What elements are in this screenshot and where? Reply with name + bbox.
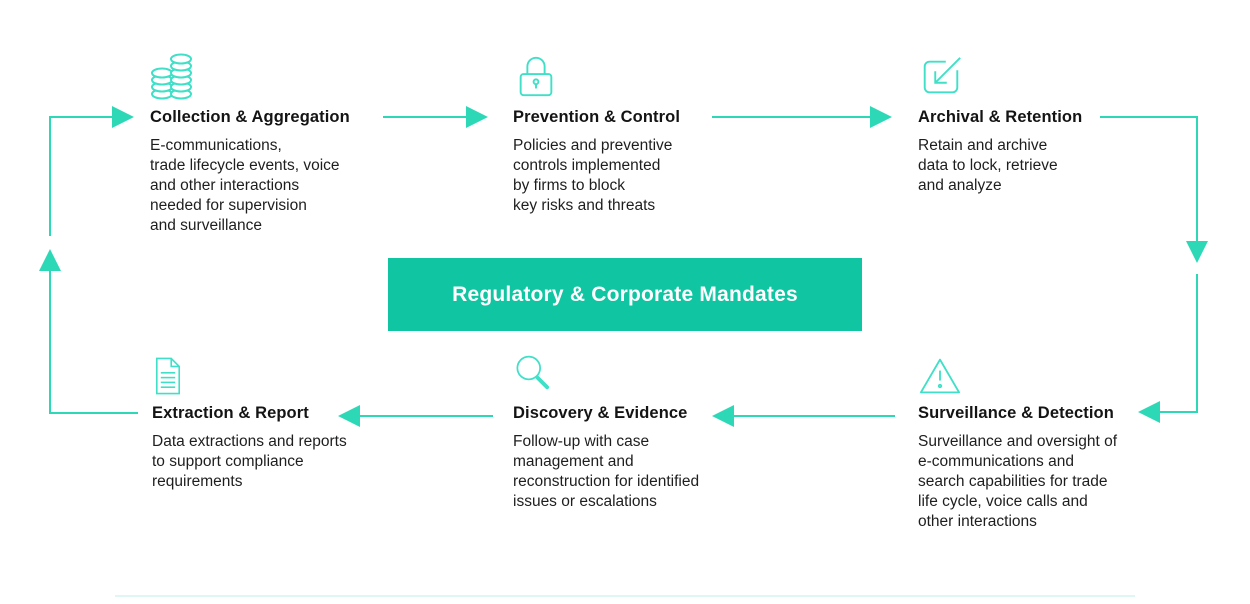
node-description: E-communications, trade lifecycle events… [150, 137, 340, 234]
node-prevention-control: Prevention & Control Policies and preven… [513, 52, 775, 216]
node-surveillance-detection: Surveillance & Detection Surveillance an… [918, 348, 1180, 532]
node-title: Extraction & Report [152, 404, 309, 422]
node-description: Data extractions and reports to support … [152, 433, 347, 490]
node-description: Retain and archive data to lock, retriev… [918, 137, 1058, 194]
node-archival-retention: Archival & Retention Retain and archive … [918, 52, 1180, 196]
node-title: Collection & Aggregation [150, 108, 350, 126]
node-collection-aggregation: Collection & Aggregation E-communication… [150, 52, 412, 236]
node-discovery-evidence: Discovery & Evidence Follow-up with case… [513, 348, 775, 512]
node-title: Archival & Retention [918, 108, 1083, 126]
arrow-extraction-to-collection [39, 106, 138, 414]
bottom-divider [115, 595, 1135, 597]
archive-import-icon [918, 52, 1180, 100]
banner-label: Regulatory & Corporate Mandates [452, 282, 798, 306]
regulatory-mandates-banner: Regulatory & Corporate Mandates [388, 258, 862, 331]
node-description: Surveillance and oversight of e-communic… [918, 433, 1118, 530]
document-icon [152, 348, 414, 396]
node-title: Discovery & Evidence [513, 404, 688, 422]
magnifier-icon [513, 348, 775, 396]
node-description: Policies and preventive controls impleme… [513, 137, 673, 214]
node-description: Follow-up with case management and recon… [513, 433, 700, 510]
warning-triangle-icon [918, 348, 1180, 396]
lock-icon [513, 52, 775, 100]
coins-icon [150, 52, 412, 100]
node-title: Surveillance & Detection [918, 404, 1114, 422]
node-extraction-report: Extraction & Report Data extractions and… [152, 348, 414, 492]
node-title: Prevention & Control [513, 108, 681, 126]
